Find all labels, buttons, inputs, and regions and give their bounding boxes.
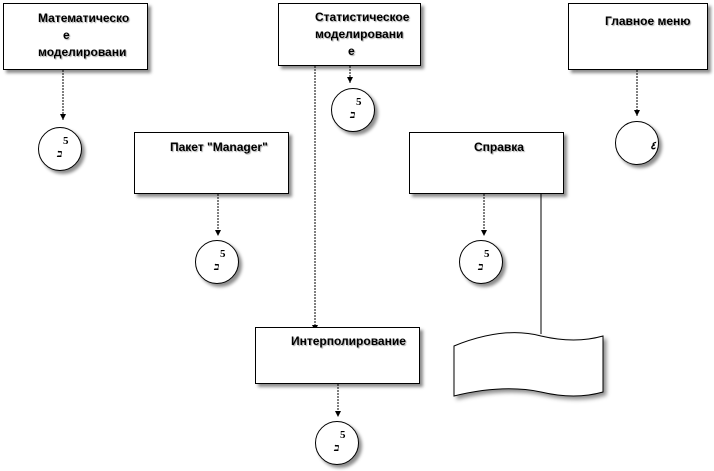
circle-mark: 5 bbox=[220, 248, 226, 260]
box-math-line3: моделировани bbox=[38, 45, 127, 59]
box-interpolation[interactable]: Интерполирование bbox=[255, 327, 420, 384]
box-manager-label: Пакет "Manager" bbox=[170, 140, 268, 154]
circle-connector: 5 ב bbox=[331, 88, 375, 132]
circle-mark: ٤ bbox=[650, 140, 656, 152]
box-manager-package[interactable]: Пакет "Manager" bbox=[134, 132, 289, 194]
box-main-menu[interactable]: Главное меню bbox=[568, 3, 708, 70]
circle-mark: 5 bbox=[484, 248, 490, 260]
box-math-line2: е bbox=[63, 28, 70, 42]
circle-connector: 5 ב bbox=[459, 240, 503, 284]
box-main-menu-label: Главное меню bbox=[605, 14, 691, 28]
box-math-modeling[interactable]: Математическо е моделировани bbox=[3, 3, 148, 70]
box-stat-line3: е bbox=[348, 44, 355, 58]
circle-mark: ב bbox=[350, 109, 356, 121]
circle-mark: ב bbox=[214, 261, 220, 273]
box-help[interactable]: Справка bbox=[409, 132, 564, 194]
box-stat-line2: моделировани bbox=[315, 27, 404, 41]
circle-connector: 5 ב bbox=[195, 240, 239, 284]
circle-mark: 5 bbox=[356, 96, 362, 108]
circle-connector: 5 ב bbox=[315, 421, 359, 465]
document-shape bbox=[453, 332, 604, 397]
circle-mark: 5 bbox=[63, 135, 69, 147]
circle-mark: ב bbox=[334, 442, 340, 454]
circle-mark: ב bbox=[478, 261, 484, 273]
circle-mark: 5 bbox=[340, 429, 346, 441]
box-stat-line1: Статистическое bbox=[315, 10, 410, 24]
circle-mark: ב bbox=[57, 148, 63, 160]
box-interp-label: Интерполирование bbox=[291, 334, 406, 348]
circle-connector: 5 ב bbox=[38, 127, 82, 171]
box-stat-modeling[interactable]: Статистическое моделировани е bbox=[278, 3, 421, 66]
box-math-line1: Математическо bbox=[38, 11, 130, 25]
box-help-label: Справка bbox=[474, 140, 524, 154]
circle-connector: ٤ bbox=[615, 121, 659, 165]
